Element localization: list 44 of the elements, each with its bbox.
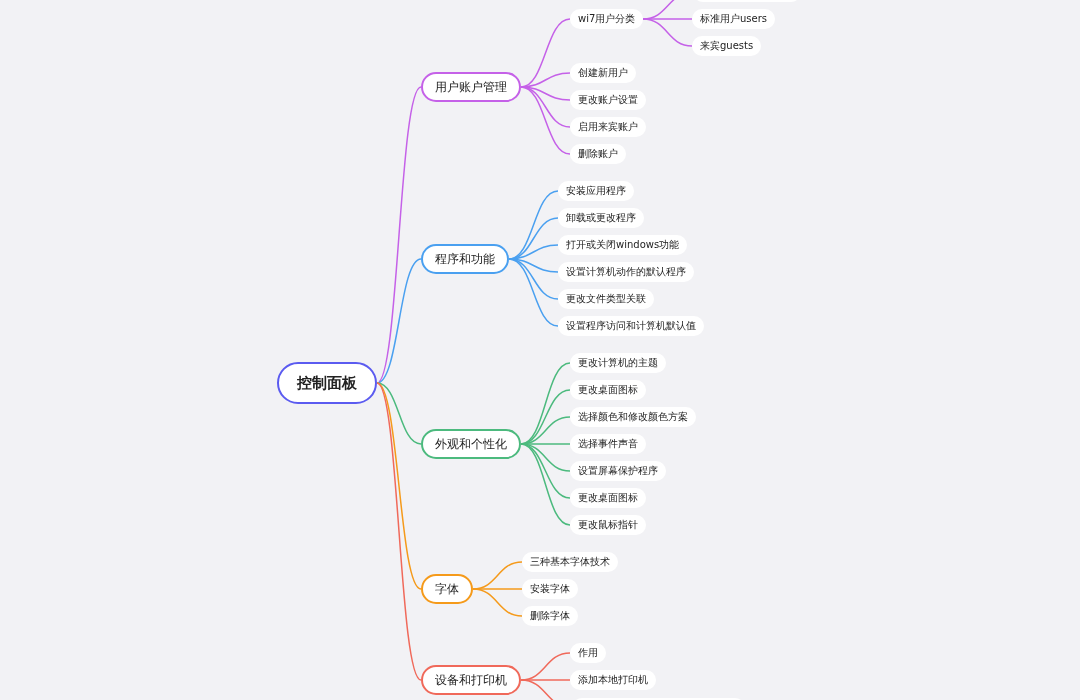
branch-connector [472, 588, 523, 617]
subtopic-box: 设置计算机动作的默认程序 [558, 262, 694, 282]
branch-connector [376, 382, 422, 590]
subtopic-box: 安装应用程序 [558, 181, 634, 201]
branch-connector [508, 258, 559, 327]
subtopic-box: 更改计算机的主题 [570, 353, 666, 373]
topic-box: 程序和功能 [421, 244, 509, 274]
central-topic: 控制面板 [277, 362, 377, 404]
branch-connector [642, 18, 693, 47]
subtopic-box: 更改桌面图标 [570, 488, 646, 508]
branch-connector [508, 258, 559, 300]
branch-connector [376, 382, 422, 445]
topic-box: 外观和个性化 [421, 429, 521, 459]
subtopic-box: 删除账户 [570, 144, 626, 164]
branch-connector [376, 86, 422, 384]
subtopic-box: 作用 [570, 643, 606, 663]
subtopic-box: 卸载或更改程序 [558, 208, 644, 228]
subtopic-box: 更改文件类型关联 [558, 289, 654, 309]
subtopic-box: 选择事件声音 [570, 434, 646, 454]
topic-box: 设备和打印机 [421, 665, 521, 695]
subtopic-box: 标准用户users [692, 9, 776, 29]
subtopic-box: 更改账户设置 [570, 90, 646, 110]
subtopic-box: wi7用户分类 [570, 9, 644, 29]
branch-connector [520, 443, 571, 499]
subtopic-box: 删除字体 [522, 606, 578, 626]
branch-connector [520, 86, 571, 128]
subtopic-box: 创建新用户 [570, 63, 636, 83]
subtopic-box: 更改桌面图标 [570, 380, 646, 400]
subtopic-box: 更改鼠标指针 [570, 515, 646, 535]
subtopic-box: 选择颜色和修改颜色方案 [570, 407, 696, 427]
topic-box: 用户账户管理 [421, 72, 521, 102]
branch-connector [520, 86, 571, 155]
branch-connector [376, 258, 422, 384]
subtopic-box: 设置程序访问和计算机默认值 [558, 316, 704, 336]
subtopic-box: 设置屏幕保护程序 [570, 461, 666, 481]
subtopic-box: 添加本地打印机 [570, 670, 656, 690]
branch-connector [376, 382, 422, 681]
subtopic-box: 启用来宾账户 [570, 117, 646, 137]
topic-box: 字体 [421, 574, 473, 604]
subtopic-box: 来宾guests [692, 36, 762, 56]
subtopic-box: 安装字体 [522, 579, 578, 599]
subtopic-box: 三种基本字体技术 [522, 552, 618, 572]
branch-connector [520, 443, 571, 526]
subtopic-box: 打开或关闭windows功能 [558, 235, 688, 255]
